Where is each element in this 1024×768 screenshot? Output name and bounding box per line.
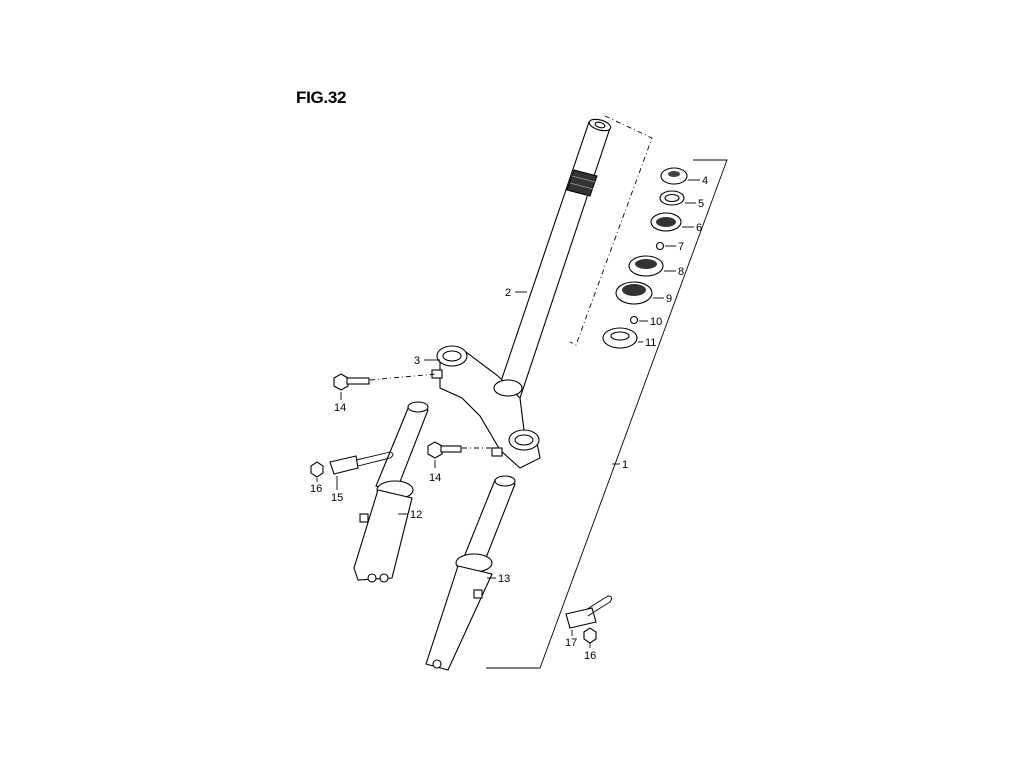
callout-3: 3: [414, 355, 420, 367]
callout-14-upper: 14: [334, 402, 346, 414]
bearing-group-outline: [569, 115, 653, 346]
callout-14-lower: 14: [429, 472, 441, 484]
left-fork-leg: [353, 401, 429, 583]
bottom-cone-race: [602, 327, 643, 349]
lock-nut: [660, 167, 700, 185]
pinch-bolt-lower: [427, 441, 494, 468]
bracket-bolt-left: [310, 461, 324, 482]
steering-stem: [496, 118, 612, 399]
callout-4: 4: [702, 175, 708, 187]
right-fork-leg: [425, 475, 516, 671]
bottom-bridge: [424, 345, 541, 469]
callout-16-right: 16: [584, 650, 596, 662]
callout-9: 9: [666, 293, 672, 305]
callout-6: 6: [696, 222, 702, 234]
callout-7: 7: [678, 241, 684, 253]
callout-11: 11: [645, 337, 656, 349]
assembly-bracket-1: [486, 159, 728, 669]
callout-15: 15: [331, 492, 343, 504]
hose-clip-right: [565, 595, 613, 636]
top-ball-race: [628, 255, 676, 277]
callout-13: 13: [498, 573, 510, 585]
figure-title: FIG.32: [296, 88, 347, 107]
bottom-ball-race: [615, 281, 664, 305]
callout-10: 10: [650, 316, 662, 328]
callout-2: 2: [505, 287, 511, 299]
top-cone-race: [650, 212, 694, 232]
pinch-bolt-upper: [333, 373, 437, 400]
steel-ball-upper: [655, 241, 676, 251]
callout-8: 8: [678, 266, 684, 278]
callout-5: 5: [698, 198, 704, 210]
hose-bracket-left: [329, 451, 394, 490]
bracket-bolt-right: [583, 627, 597, 648]
callout-17: 17: [565, 637, 577, 649]
lock-washer: [659, 190, 696, 206]
steel-ball-lower: [629, 315, 648, 325]
callout-1: 1: [622, 459, 628, 471]
callout-16-left: 16: [310, 483, 322, 495]
callout-12: 12: [410, 509, 422, 521]
